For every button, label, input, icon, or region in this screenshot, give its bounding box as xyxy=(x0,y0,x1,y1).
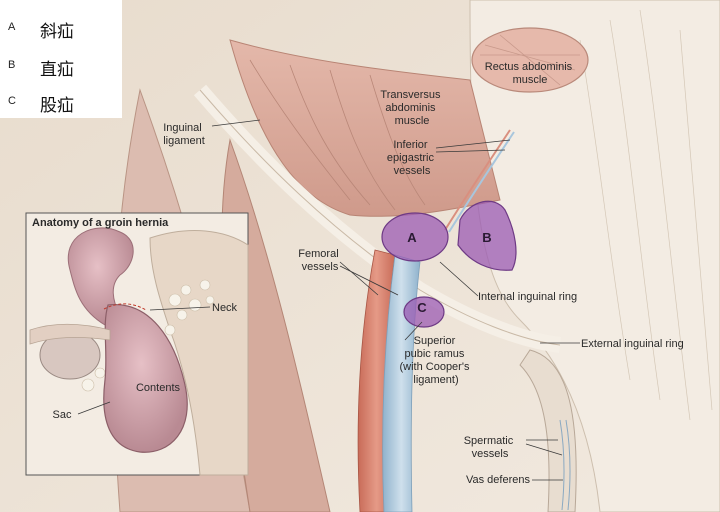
label-internal-inguinal-ring: Internal inguinal ring xyxy=(478,291,577,303)
inset-label-neck: Neck xyxy=(212,302,238,314)
legend-row-a: A 斜疝 xyxy=(0,14,122,44)
inset-label-contents: Contents xyxy=(136,382,181,394)
transversus-muscle-fibers xyxy=(249,59,426,211)
label-spermatic-vessels: Spermatic vessels xyxy=(464,435,517,460)
legend-row-b: B 直疝 xyxy=(0,52,122,82)
label-superior-pubic-ramus: Superior pubic ramus (with Cooper's liga… xyxy=(399,335,472,386)
region-c-femoral-hernia xyxy=(403,296,445,328)
region-a-indirect-hernia xyxy=(381,212,449,262)
label-femoral-vessels: Femoral vessels xyxy=(298,248,341,273)
inset-peritoneum xyxy=(29,323,111,345)
inset-hernia-sac xyxy=(103,304,188,453)
legend-text-a: 斜疝 xyxy=(40,22,74,42)
spermatic-cord-vessels xyxy=(559,419,571,511)
region-c-letter: C xyxy=(417,300,427,315)
inset-title: Anatomy of a groin hernia xyxy=(32,217,169,229)
inset-wall xyxy=(149,230,249,476)
hernia-legend: A 斜疝 B 直疝 C 股疝 xyxy=(0,0,122,118)
rectus-muscle-texture xyxy=(480,34,580,86)
inset-neck-line xyxy=(103,303,147,311)
region-b-letter: B xyxy=(482,230,491,245)
label-vas-deferens: Vas deferens xyxy=(466,474,531,486)
inset-panel xyxy=(25,212,249,476)
epigastric-vessels xyxy=(444,129,515,233)
legend-text-b: 直疝 xyxy=(40,60,74,80)
label-inferior-epigastric: Inferior epigastric vessels xyxy=(387,139,437,177)
label-transversus-abdominis: Transversus abdominis muscle xyxy=(380,89,443,127)
inset-label-sac: Sac xyxy=(53,409,72,421)
legend-letter-a: A xyxy=(8,21,16,33)
label-inguinal-ligament: Inguinal ligament xyxy=(163,122,205,147)
label-rectus-abdominis: Rectus abdominis muscle xyxy=(485,61,576,86)
legend-letter-c: C xyxy=(8,95,16,107)
legend-letter-b: B xyxy=(8,59,16,71)
legend-row-c: C 股疝 xyxy=(0,88,122,118)
label-external-inguinal-ring: External inguinal ring xyxy=(581,338,684,350)
region-b-direct-hernia xyxy=(457,200,517,271)
leader-lines xyxy=(77,119,580,481)
legend-text-c: 股疝 xyxy=(40,96,74,116)
spermatic-cord xyxy=(519,349,577,512)
inset-bowel-loop xyxy=(67,227,134,326)
region-a-letter: A xyxy=(407,230,417,245)
